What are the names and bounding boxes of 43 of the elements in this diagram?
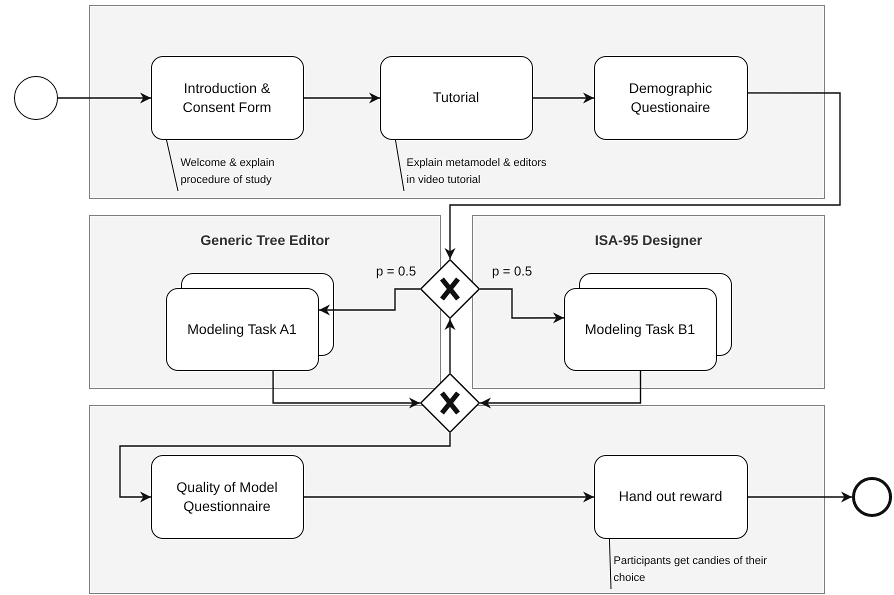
sequence-flow-arrow bbox=[533, 92, 594, 104]
task-label: Hand out reward bbox=[618, 487, 722, 506]
gateway-diamond bbox=[420, 259, 480, 319]
sequence-flow-arrow bbox=[748, 492, 852, 502]
sequence-flow-arrow bbox=[119, 433, 451, 502]
sequence-flow-arrow bbox=[444, 92, 841, 259]
sequence-flow-arrow bbox=[58, 92, 151, 104]
sequence-flow-arrow bbox=[304, 492, 594, 502]
task-box bbox=[594, 56, 748, 140]
lane-panel bbox=[89, 215, 441, 389]
sequence-flow-arrow bbox=[272, 371, 420, 408]
sequence-flow-arrow bbox=[304, 92, 380, 104]
task-box bbox=[380, 56, 532, 140]
leader-line bbox=[166, 138, 178, 192]
annotation-text: Welcome & explain procedure of study bbox=[178, 154, 320, 190]
task-label: Quality of Model Questionnaire bbox=[175, 478, 279, 515]
task-box bbox=[594, 454, 748, 538]
task-box bbox=[150, 56, 304, 140]
task-label: Tutorial bbox=[432, 88, 480, 107]
task-label: Introduction & Consent Form bbox=[182, 79, 272, 116]
task-box bbox=[166, 288, 318, 370]
task-label: Demographic Questionaire bbox=[628, 79, 714, 116]
annotation-text: Participants get candies of their choice bbox=[610, 552, 786, 588]
start-event-circle bbox=[14, 76, 58, 120]
sequence-flow-arrow bbox=[480, 288, 564, 324]
lane-title: ISA-95 Designer bbox=[594, 232, 702, 248]
task-label: Modeling Task A1 bbox=[187, 320, 297, 338]
lane-title: Generic Tree Editor bbox=[200, 232, 330, 248]
end-event-circle bbox=[852, 477, 892, 517]
sequence-flow-arrow bbox=[319, 288, 420, 316]
pool-panel bbox=[89, 405, 825, 594]
edge-label: p = 0.5 bbox=[490, 264, 534, 278]
sequence-flow-arrow bbox=[444, 319, 456, 373]
annotation-text: Explain metamodel & editors in video tutorial bbox=[404, 154, 556, 190]
edge-label: p = 0.5 bbox=[374, 264, 418, 278]
task-box bbox=[564, 288, 716, 370]
task-label: Modeling Task B1 bbox=[584, 320, 696, 338]
lane-panel bbox=[472, 215, 825, 389]
leader-line bbox=[608, 538, 612, 590]
pool-panel bbox=[89, 5, 825, 199]
sequence-flow-arrow bbox=[480, 371, 642, 408]
task-box bbox=[150, 454, 304, 538]
leader-line bbox=[394, 138, 404, 192]
